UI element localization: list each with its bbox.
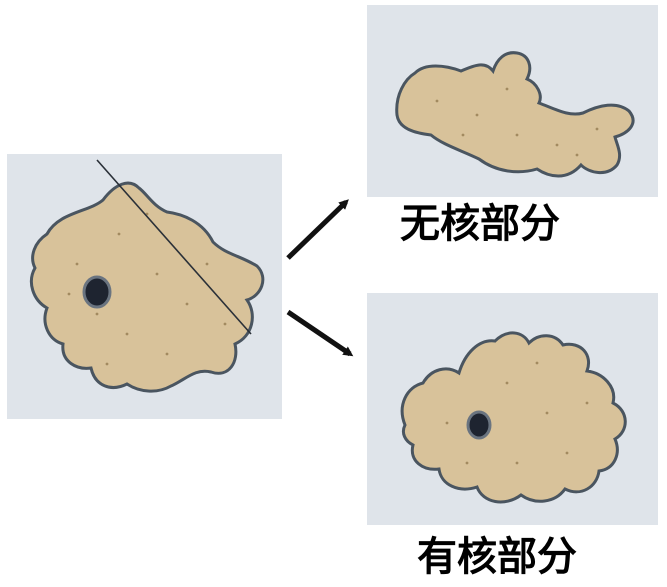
- without-nucleus-illustration: [367, 5, 658, 197]
- with-nucleus-panel: [367, 293, 658, 525]
- with-nucleus-illustration: [367, 293, 658, 525]
- with-nucleus-fragment: [402, 333, 625, 502]
- nucleus: [468, 412, 490, 438]
- without-nucleus-panel: [367, 5, 658, 197]
- arrow-to-with-nucleus: [288, 312, 350, 354]
- arrow-to-without-nucleus: [288, 202, 346, 258]
- without-nucleus-fragment: [397, 53, 633, 176]
- without-nucleus-label: 无核部分: [400, 200, 560, 248]
- with-nucleus-label: 有核部分: [417, 533, 577, 581]
